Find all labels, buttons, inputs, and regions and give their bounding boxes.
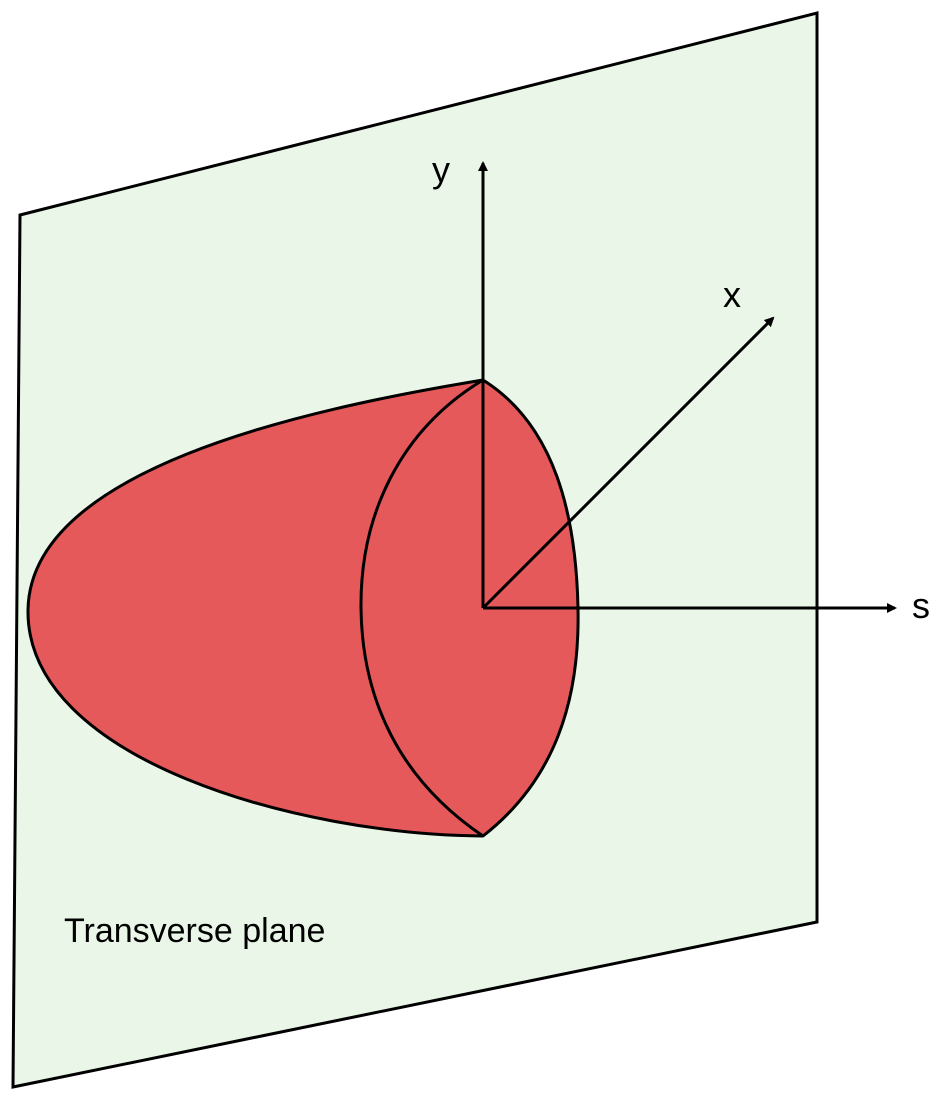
y-axis-label: y — [432, 149, 450, 190]
plane-label: Transverse plane — [64, 912, 325, 950]
x-axis-line — [481, 316, 775, 610]
x-axis-label: x — [723, 274, 741, 315]
beam-cross-section-edge — [359, 378, 484, 838]
s-axis-label: s — [912, 585, 930, 626]
beam-body — [26, 378, 580, 838]
